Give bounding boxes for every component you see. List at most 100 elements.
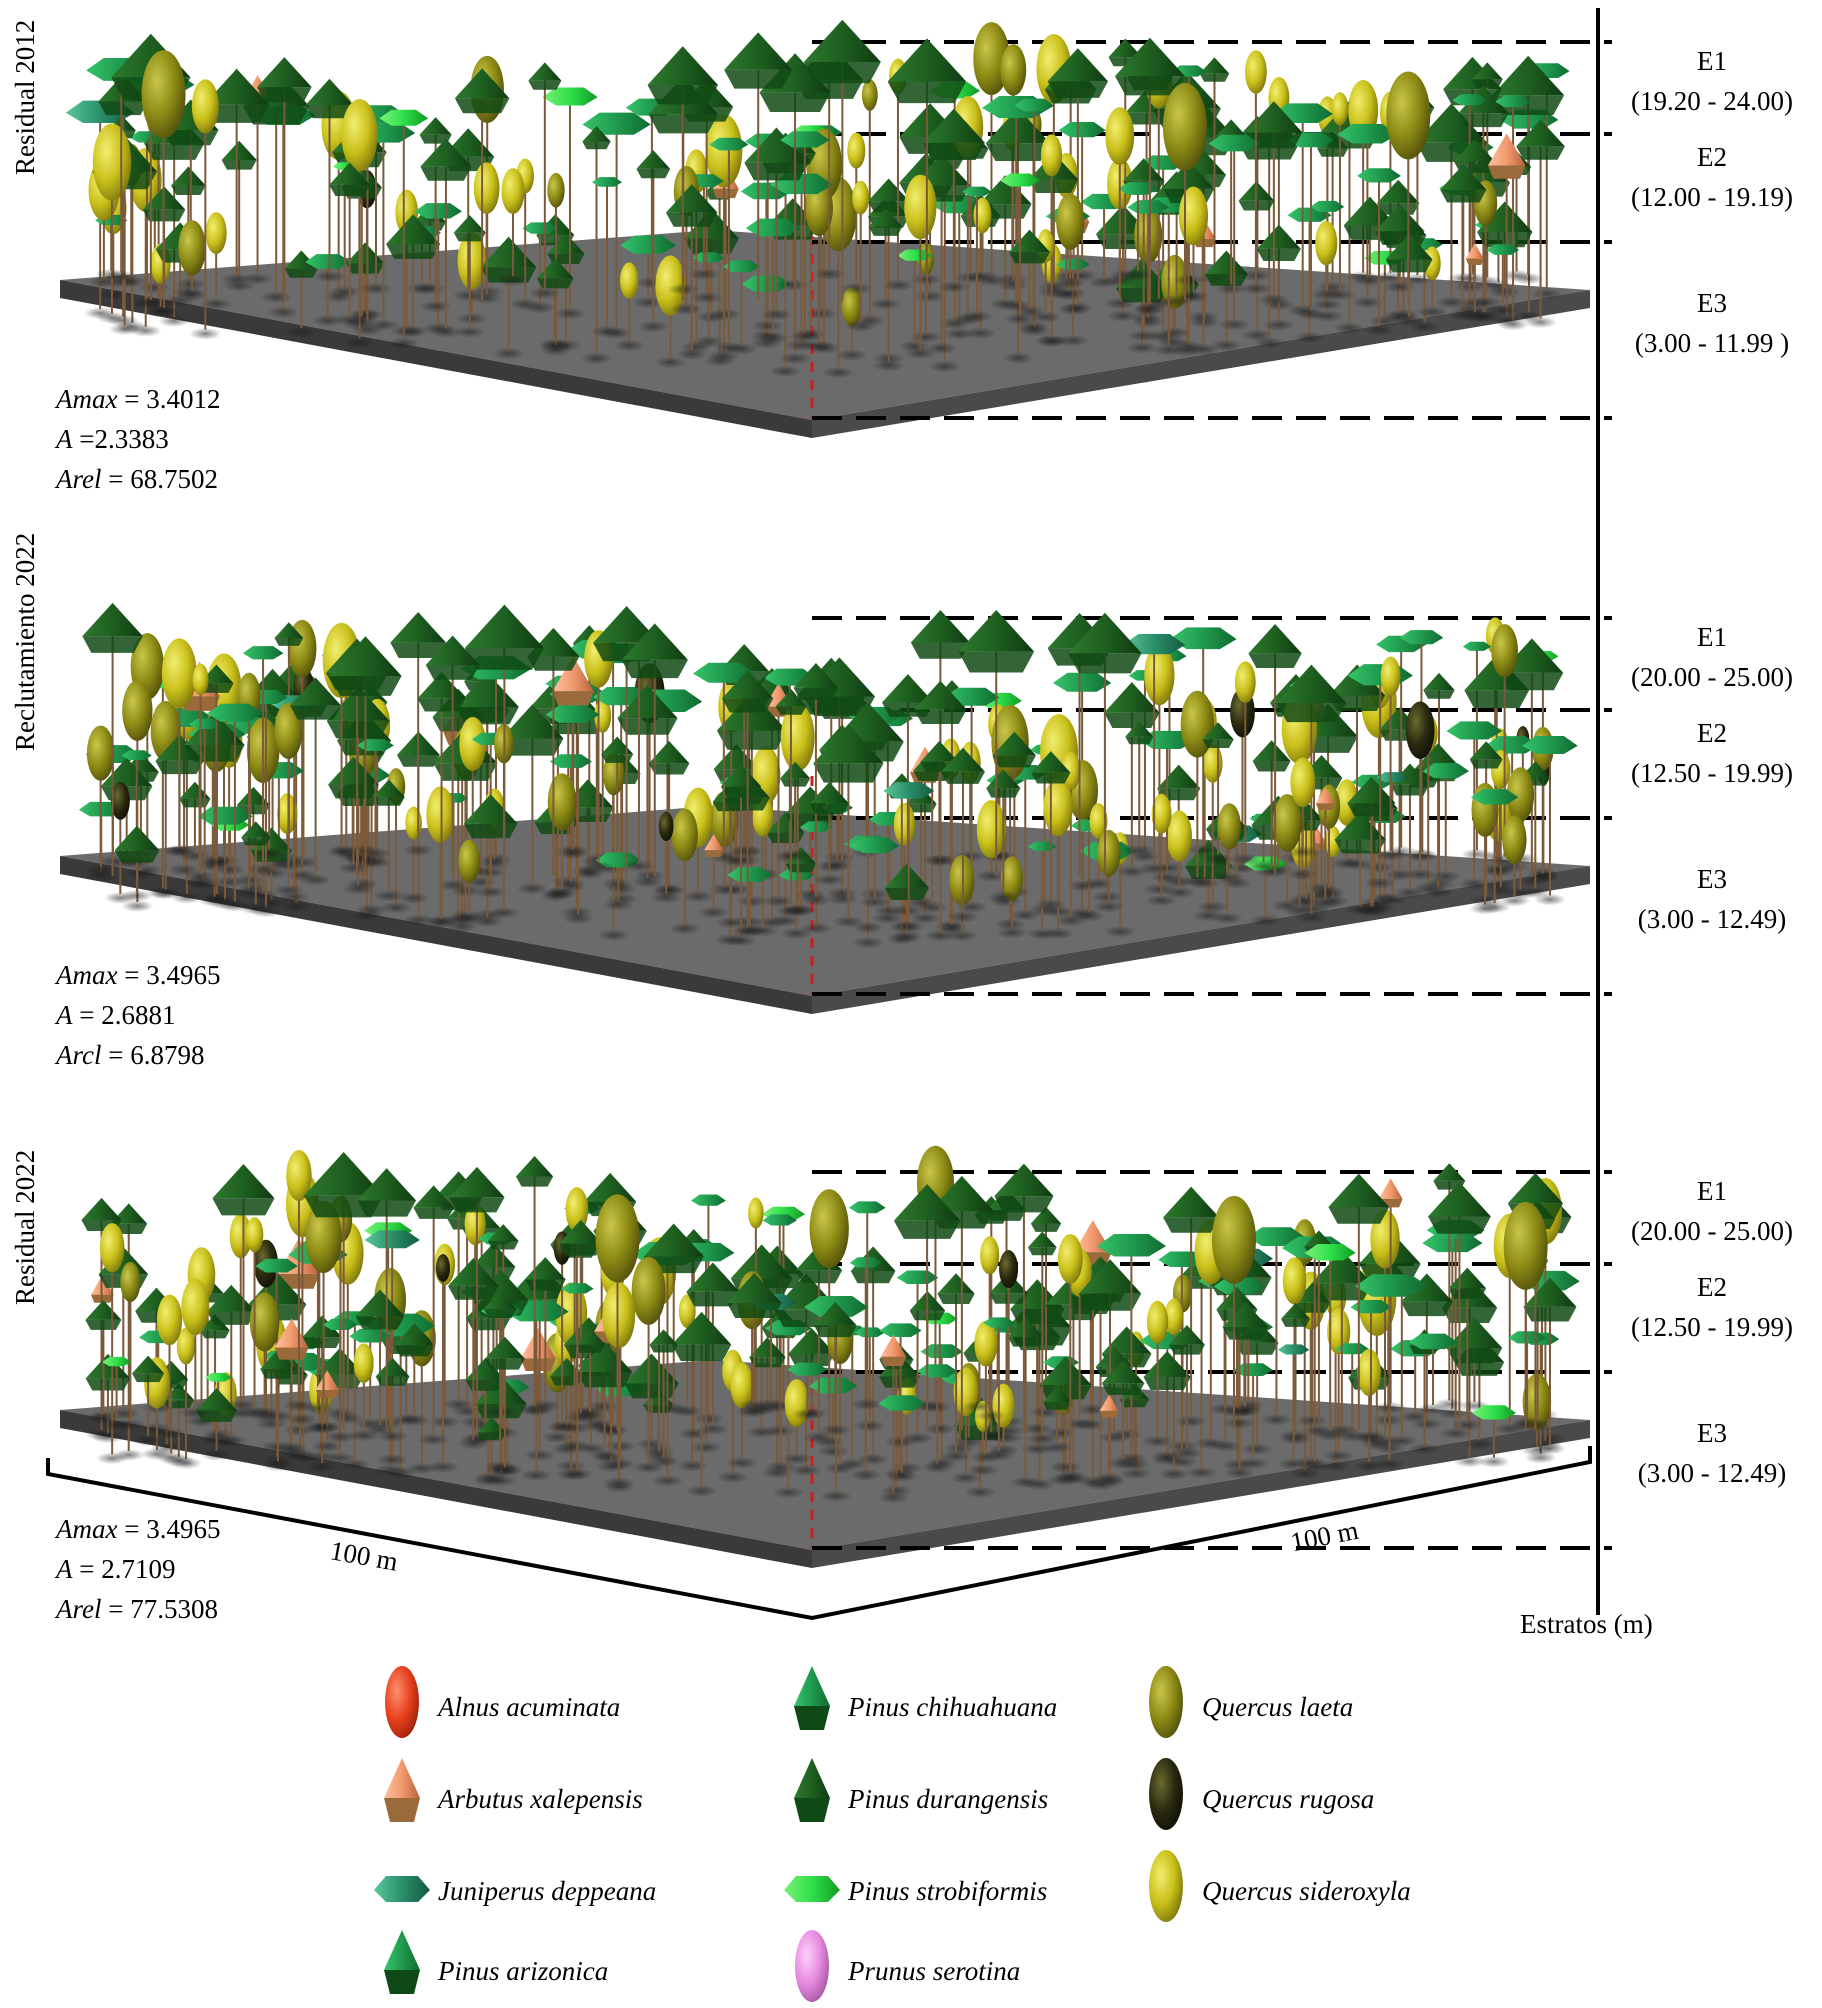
tree-shadow bbox=[1530, 287, 1563, 300]
flat-crown-tree bbox=[197, 806, 253, 825]
tree-shadow bbox=[1026, 1432, 1059, 1445]
tree-shadow bbox=[1093, 1472, 1126, 1485]
legend-item: Quercus laeta bbox=[1149, 1666, 1353, 1738]
tree-shadow bbox=[1364, 876, 1397, 889]
pine-tree bbox=[775, 689, 807, 715]
flat-crown-tree bbox=[1446, 721, 1503, 740]
oak-tree bbox=[1217, 803, 1241, 850]
tree-shadow bbox=[1447, 272, 1480, 285]
tree-shadow bbox=[1126, 341, 1159, 354]
pine-tree bbox=[1252, 740, 1291, 772]
index-a: A = 2.6881 bbox=[54, 1000, 175, 1030]
oak-tree bbox=[1041, 134, 1063, 177]
tree-shadow bbox=[877, 1491, 910, 1504]
stratum-range: (3.00 - 12.49) bbox=[1638, 1458, 1786, 1488]
flat-crown-tree bbox=[1495, 95, 1531, 107]
flat-crown-tree bbox=[414, 203, 463, 219]
trees bbox=[81, 1145, 1580, 1504]
pine-tree bbox=[884, 863, 930, 901]
pine-tree bbox=[1205, 250, 1248, 286]
oak-tree bbox=[341, 99, 378, 172]
pine-tree bbox=[1199, 57, 1230, 82]
oak-tree bbox=[973, 197, 992, 234]
flat-crown-tree bbox=[1056, 258, 1090, 270]
oak-tree bbox=[229, 1213, 252, 1259]
tree-shadow bbox=[402, 844, 435, 857]
pine-tree bbox=[1104, 682, 1160, 728]
tree-shadow bbox=[1009, 1476, 1042, 1489]
tree-shadow bbox=[541, 1431, 574, 1444]
tree-shadow bbox=[1237, 1457, 1270, 1470]
pine-tree bbox=[601, 736, 634, 763]
tree-shadow bbox=[1351, 296, 1384, 309]
oak-tree bbox=[457, 232, 487, 290]
flat-crown-tree bbox=[983, 1317, 1015, 1328]
tree-shadow bbox=[267, 306, 300, 319]
tree-shadow bbox=[622, 859, 655, 872]
tree-shadow bbox=[285, 326, 318, 339]
tree-shadow bbox=[121, 900, 154, 913]
tree-shadow bbox=[261, 1459, 294, 1472]
flat-crown-tree bbox=[1376, 772, 1408, 783]
tree-shadow bbox=[96, 1452, 129, 1465]
madrone-tree bbox=[1487, 133, 1526, 179]
tree-shadow bbox=[1295, 911, 1328, 924]
legend-swatch-cone bbox=[794, 1758, 830, 1798]
legend-swatch-base bbox=[384, 1798, 420, 1822]
flat-crown-tree bbox=[255, 1258, 298, 1273]
tree-shadow bbox=[397, 891, 430, 904]
oak-tree bbox=[1166, 810, 1193, 862]
tree-shadow bbox=[518, 1403, 551, 1416]
tree-shadow bbox=[853, 1419, 886, 1432]
stratum-range: (3.00 - 11.99 ) bbox=[1635, 328, 1789, 358]
flat-crown-tree bbox=[1277, 1344, 1310, 1355]
pine-tree bbox=[1068, 612, 1142, 674]
tree-shadow bbox=[997, 279, 1030, 292]
pine-tree bbox=[184, 711, 245, 762]
pine-tree bbox=[922, 108, 985, 160]
tree-shadow bbox=[1127, 329, 1160, 342]
pine-tree bbox=[1114, 37, 1185, 96]
pine-tree bbox=[803, 19, 881, 84]
legend-item: Prunus serotina bbox=[795, 1930, 1020, 2002]
tree-shadow bbox=[1410, 1418, 1443, 1431]
flat-crown-tree bbox=[1208, 134, 1260, 152]
tree-shadow bbox=[1132, 315, 1165, 328]
tree-shadow bbox=[921, 1461, 954, 1474]
pine-tree bbox=[1477, 201, 1533, 248]
oak-tree bbox=[176, 1327, 196, 1365]
legend-swatch-ellipse bbox=[385, 1666, 419, 1738]
tree-shadow bbox=[881, 279, 914, 292]
oak-tree bbox=[1491, 624, 1518, 678]
pine-tree bbox=[203, 68, 270, 123]
legend-swatch-cone bbox=[384, 1758, 420, 1798]
flat-crown-tree bbox=[1233, 1363, 1273, 1377]
oak-tree bbox=[92, 123, 132, 201]
tree-shadow bbox=[380, 901, 413, 914]
pine-tree bbox=[179, 781, 211, 808]
panel-label: Residual 2022 bbox=[10, 1150, 40, 1305]
tree-shadow bbox=[892, 920, 925, 933]
pine-tree bbox=[260, 1349, 296, 1379]
tree-shadow bbox=[631, 875, 664, 888]
tree-shadow bbox=[1187, 844, 1220, 857]
tree-shadow bbox=[220, 273, 253, 286]
oak-tree bbox=[353, 1343, 374, 1383]
oak-tree bbox=[852, 180, 870, 215]
tree-shadow bbox=[1314, 1428, 1347, 1441]
plot-edge-left bbox=[60, 280, 812, 438]
pine-tree bbox=[484, 1336, 525, 1370]
flat-crown-tree bbox=[1052, 672, 1112, 692]
flat-crown-tree bbox=[545, 705, 600, 723]
tree-shadow bbox=[253, 847, 286, 860]
tree-shadow bbox=[904, 347, 937, 360]
oak-tree bbox=[1370, 1209, 1400, 1269]
tree-shadow bbox=[523, 1449, 556, 1462]
tree-shadow bbox=[1249, 914, 1282, 927]
oak-tree bbox=[426, 786, 455, 843]
tree-shadow bbox=[995, 926, 1028, 939]
pine-tree bbox=[1347, 776, 1396, 817]
